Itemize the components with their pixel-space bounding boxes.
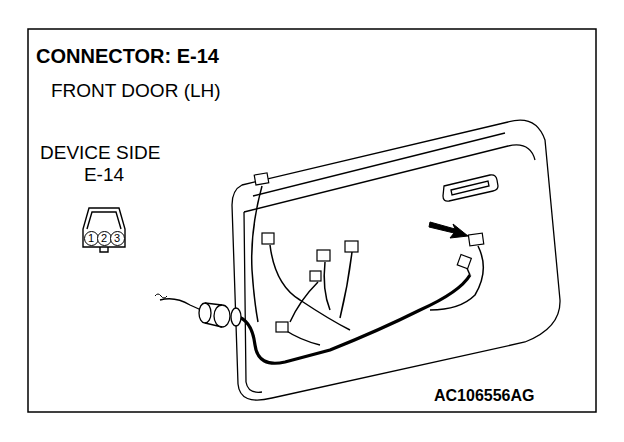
pin-circle: 3 <box>110 231 125 246</box>
connector-title: CONNECTOR: E-14 <box>36 45 219 67</box>
pin-number: 3 <box>114 233 120 244</box>
door-outline <box>232 120 560 400</box>
pointer-arrow <box>429 222 468 238</box>
connector-id: E-14 <box>84 165 124 186</box>
wire-harness <box>155 186 483 363</box>
pin-number: 2 <box>101 233 107 244</box>
side-label: DEVICE SIDE <box>40 143 160 164</box>
figure-code: AC106556AG <box>434 387 535 405</box>
pin-number: 1 <box>88 233 94 244</box>
frame <box>28 29 596 412</box>
harness-connectors <box>254 173 484 332</box>
connector-symbol <box>83 208 125 252</box>
grommet <box>199 303 241 327</box>
location-label: FRONT DOOR (LH) <box>51 81 221 102</box>
